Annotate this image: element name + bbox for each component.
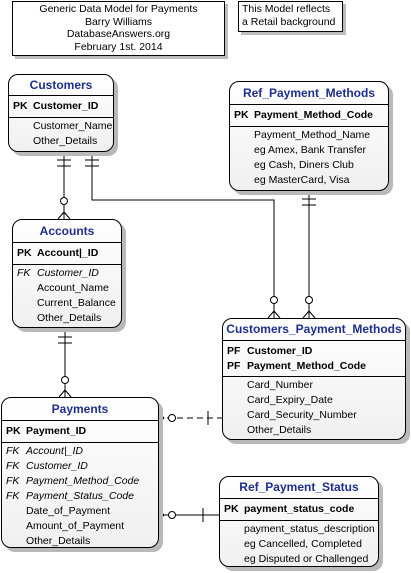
fk-row: FK Payment_Status_Code — [2, 489, 158, 504]
column-name: Other_Details — [37, 312, 102, 324]
attribute-row: eg Cancelled, Completed — [220, 537, 378, 552]
entity-accounts[interactable]: Accounts PK Account|_ID FK Customer_ID Ac… — [12, 219, 122, 328]
key-type: PK — [17, 247, 32, 259]
attribute-row: eg Disputed or Challenged — [220, 552, 378, 566]
attribute-row: Card_Security_Number — [223, 408, 405, 423]
column-name: Account|_ID — [26, 445, 84, 457]
pk-row: PK Customer_ID — [9, 99, 113, 114]
key-type: PK — [6, 425, 21, 437]
entity-title: Accounts — [13, 220, 121, 243]
entity-ref-payment-methods[interactable]: Ref_Payment_Methods PK Payment_Method_Co… — [229, 81, 389, 191]
pk-row: PK Payment_Method_Code — [230, 108, 388, 123]
attribute-row: Other_Details — [9, 134, 113, 149]
attribute-row: eg MasterCard, Visa — [230, 173, 388, 188]
key-type: FK — [6, 475, 20, 487]
entity-title: Customers_Payment_Methods — [223, 319, 405, 341]
fk-row: FK Account|_ID — [2, 444, 158, 459]
attribute-row: Amount_of_Payment — [2, 519, 158, 534]
key-type: FK — [6, 460, 20, 472]
entity-customers[interactable]: Customers PK Customer_ID Customer_Name O… — [8, 74, 114, 152]
attribute-row: Customer_Name — [9, 119, 113, 134]
pk-row: PK payment_status_code — [220, 502, 378, 517]
column-name: eg Cancelled, Completed — [244, 538, 362, 550]
entity-title: Ref_Payment_Methods — [230, 82, 388, 105]
entity-ref-payment-status[interactable]: Ref_Payment_Status PK payment_status_cod… — [219, 476, 379, 567]
key-type: PK — [224, 503, 239, 515]
note-line: This Model reflects — [242, 3, 331, 15]
attribute-row: eg Cash, Diners Club — [230, 158, 388, 173]
column-name: Account_Name — [37, 282, 109, 294]
attribute-row: Current_Balance — [13, 296, 121, 311]
column-name: Customer_ID — [33, 100, 99, 112]
column-name: Payment_Status_Code — [26, 490, 134, 502]
column-name: Account|_ID — [37, 247, 99, 259]
column-name: Other_Details — [33, 135, 98, 147]
column-name: payment_status_description — [244, 523, 375, 535]
key-type: FK — [17, 267, 31, 279]
fk-row: FK Customer_ID — [13, 266, 121, 281]
attribute-row: Other_Details — [223, 423, 405, 438]
column-name: Payment_Method_Name — [254, 129, 371, 141]
column-name: Card_Security_Number — [247, 409, 357, 421]
column-name: Card_Number — [247, 379, 313, 391]
pk-row: PF Customer_ID — [223, 344, 405, 359]
attribute-row: Other_Details — [13, 311, 121, 326]
column-name: Amount_of_Payment — [26, 520, 125, 532]
column-name: payment_status_code — [244, 503, 355, 515]
column-name: Current_Balance — [37, 297, 116, 309]
retail-note: This Model reflects a Retail background — [238, 1, 343, 32]
key-type: PK — [234, 109, 249, 121]
entity-title: Payments — [2, 398, 158, 421]
column-name: Other_Details — [247, 424, 312, 436]
entity-payments[interactable]: Payments PK Payment_ID FK Account|_ID FK C… — [1, 397, 159, 548]
attribute-row: payment_status_description — [220, 522, 378, 537]
entity-title: Customers — [9, 75, 113, 96]
key-type: PF — [227, 360, 241, 372]
column-name: Customer_ID — [37, 267, 99, 279]
key-type: FK — [6, 490, 20, 502]
entity-customers-payment-methods[interactable]: Customers_Payment_Methods PF Customer_ID… — [222, 318, 406, 440]
column-name: Payment_Method_Code — [247, 360, 367, 372]
column-name: Payment_Method_Code — [26, 475, 140, 487]
column-name: Other_Details — [26, 535, 91, 547]
column-name: eg Disputed or Challenged — [244, 553, 369, 565]
attribute-row: Card_Expiry_Date — [223, 393, 405, 408]
pk-row: PF Payment_Method_Code — [223, 359, 405, 374]
attribute-row: Card_Number — [223, 378, 405, 393]
key-type: PF — [227, 345, 241, 357]
column-name: eg Amex, Bank Transfer — [254, 144, 367, 156]
column-name: Card_Expiry_Date — [247, 394, 333, 406]
attribute-row: Other_Details — [2, 534, 158, 547]
column-name: Customer_ID — [26, 460, 88, 472]
column-name: eg MasterCard, Visa — [254, 174, 350, 186]
column-name: eg Cash, Diners Club — [254, 159, 354, 171]
attribute-row: Date_of_Payment — [2, 504, 158, 519]
fk-row: FK Payment_Method_Code — [2, 474, 158, 489]
column-name: Customer_Name — [33, 120, 113, 132]
key-type: PK — [13, 100, 28, 112]
column-name: Date_of_Payment — [26, 505, 111, 517]
model-title-note: Generic Data Model for Payments Barry Wi… — [12, 1, 225, 56]
attribute-row: eg Amex, Bank Transfer — [230, 143, 388, 158]
note-line: DatabaseAnswers.org — [66, 28, 171, 40]
attribute-row: Payment_Method_Name — [230, 128, 388, 143]
column-name: Payment_ID — [26, 425, 87, 437]
fk-row: FK Customer_ID — [2, 459, 158, 474]
rel-customers-cpm — [91, 150, 275, 318]
note-line: Generic Data Model for Payments — [39, 3, 198, 15]
column-name: Customer_ID — [247, 345, 313, 357]
entity-title: Ref_Payment_Status — [220, 477, 378, 499]
note-line: a Retail background — [242, 15, 336, 28]
key-type: FK — [6, 445, 20, 457]
note-line: February 1st. 2014 — [74, 40, 163, 53]
note-line: Barry Williams — [84, 15, 153, 28]
attribute-row: Account_Name — [13, 281, 121, 296]
pk-row: PK Payment_ID — [2, 424, 158, 439]
pk-row: PK Account|_ID — [13, 246, 121, 261]
column-name: Payment_Method_Code — [254, 109, 374, 121]
